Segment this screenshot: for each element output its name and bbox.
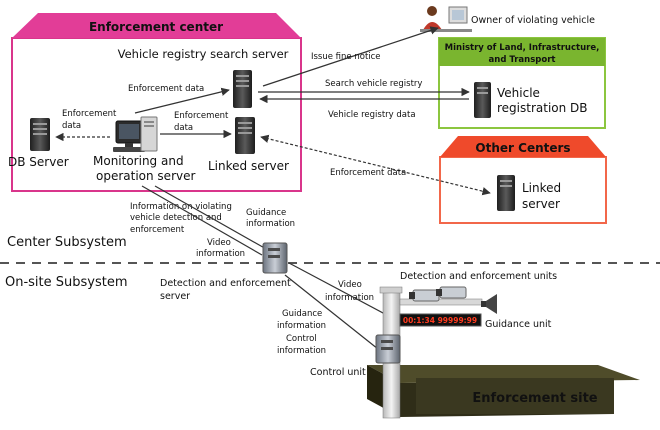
search-server-label: Vehicle registry search server: [118, 47, 289, 61]
enforcement-data-label-1: Enforcement data: [128, 84, 204, 94]
info-violating-label-line2: vehicle detection and: [130, 213, 222, 223]
ministry-box: Ministry of Land, Infrastructure, and Tr…: [438, 37, 606, 129]
linked-server-label: Linked server: [208, 159, 289, 173]
registry-data-label: Vehicle registry data: [328, 110, 416, 120]
guidance-unit-label: Guidance unit: [485, 319, 552, 330]
person-at-computer-icon: [420, 6, 472, 32]
video-info-label-line1: Video: [207, 238, 231, 248]
info-violating-label-line1: Information on violating: [130, 202, 232, 212]
enforcement-data-label-2-line2: data: [62, 121, 81, 131]
enforcement-center-header: [12, 13, 301, 38]
arrow-server-to-control: [284, 274, 379, 350]
enforcement-data-label-3-line2: data: [174, 123, 193, 133]
detection-server-label-line2: server: [160, 291, 190, 302]
guidance-control-label-line4: information: [277, 346, 326, 356]
ministry-header: [439, 38, 605, 66]
registration-db-server-icon: [474, 82, 491, 118]
guidance-info-label-line1: Guidance: [246, 208, 286, 218]
arrow-to-search-server: [134, 87, 230, 114]
camera-icon: [409, 286, 467, 302]
other-linked-server-icon: [497, 175, 515, 211]
db-server-label: DB Server: [8, 155, 69, 169]
onsite-subsystem-label: On-site Subsystem: [5, 275, 128, 290]
arrow-center-to-onsite-1: [141, 185, 263, 256]
speaker-icon: [481, 294, 497, 314]
video-info2-label-line2: information: [325, 293, 374, 303]
enforcement-site-label: Enforcement site: [472, 391, 597, 406]
other-centers-title: Other Centers: [475, 141, 570, 155]
search-server-icon: [233, 70, 252, 108]
issue-fine-label: Issue fine notice: [311, 52, 381, 62]
workstation-icon: [113, 116, 158, 152]
ministry-title-line2: and Transport: [489, 55, 556, 65]
enforcement-center-frame: [11, 37, 302, 192]
other-enforcement-data-label: Enforcement data: [330, 168, 406, 178]
monitoring-server-label-line2: operation server: [96, 169, 195, 183]
message-sign: 00:1:34 99999:99: [399, 313, 482, 327]
units-label: Detection and enforcement units: [400, 271, 557, 282]
registration-db-label-line1: Vehicle: [497, 86, 540, 100]
enforcement-center-title: Enforcement center: [89, 20, 223, 34]
video-info2-label-line1: Video: [338, 280, 362, 290]
arrow-center-to-onsite-2: [154, 185, 269, 251]
db-server-icon: [30, 118, 50, 151]
arrow-issue-fine: [262, 26, 439, 87]
owner-label: Owner of violating vehicle: [471, 15, 595, 26]
guidance-control-label-line2: information: [277, 321, 326, 331]
linked-server-icon: [235, 117, 255, 154]
monitoring-server-label-line1: Monitoring and: [93, 154, 184, 168]
guidance-info-label-line2: information: [246, 219, 295, 229]
ministry-title-line1: Ministry of Land, Infrastructure,: [445, 43, 600, 53]
enforcement-data-label-2-line1: Enforcement: [62, 109, 117, 119]
video-info-label-line2: information: [196, 249, 245, 259]
detection-server-label-line1: Detection and enforcement: [160, 278, 291, 289]
info-violating-label-line3: enforcement: [130, 225, 185, 235]
detection-server-cabinet-icon: [262, 242, 288, 274]
center-subsystem-label: Center Subsystem: [7, 235, 127, 250]
registration-db-label-line2: registration DB: [497, 101, 588, 115]
enforcement-site-platform: Enforcement site: [367, 365, 640, 417]
arrow-server-to-units: [288, 262, 401, 323]
control-unit-cabinet-icon: [375, 334, 401, 364]
guidance-control-label-line3: Control: [286, 334, 317, 344]
enforcement-data-label-3-line1: Enforcement: [174, 111, 229, 121]
other-linked-server-label-line1: Linked: [522, 181, 561, 195]
enforcement-center-box: Enforcement center Vehicle registry sear…: [11, 13, 302, 192]
arrow-other-centers: [260, 134, 491, 196]
guidance-control-label-line1: Guidance: [282, 309, 322, 319]
message-sign-text: 00:1:34 99999:99: [403, 316, 477, 325]
search-registry-label: Search vehicle registry: [325, 79, 422, 89]
other-linked-server-label-line2: server: [522, 197, 560, 211]
control-unit-label: Control unit: [310, 367, 366, 378]
